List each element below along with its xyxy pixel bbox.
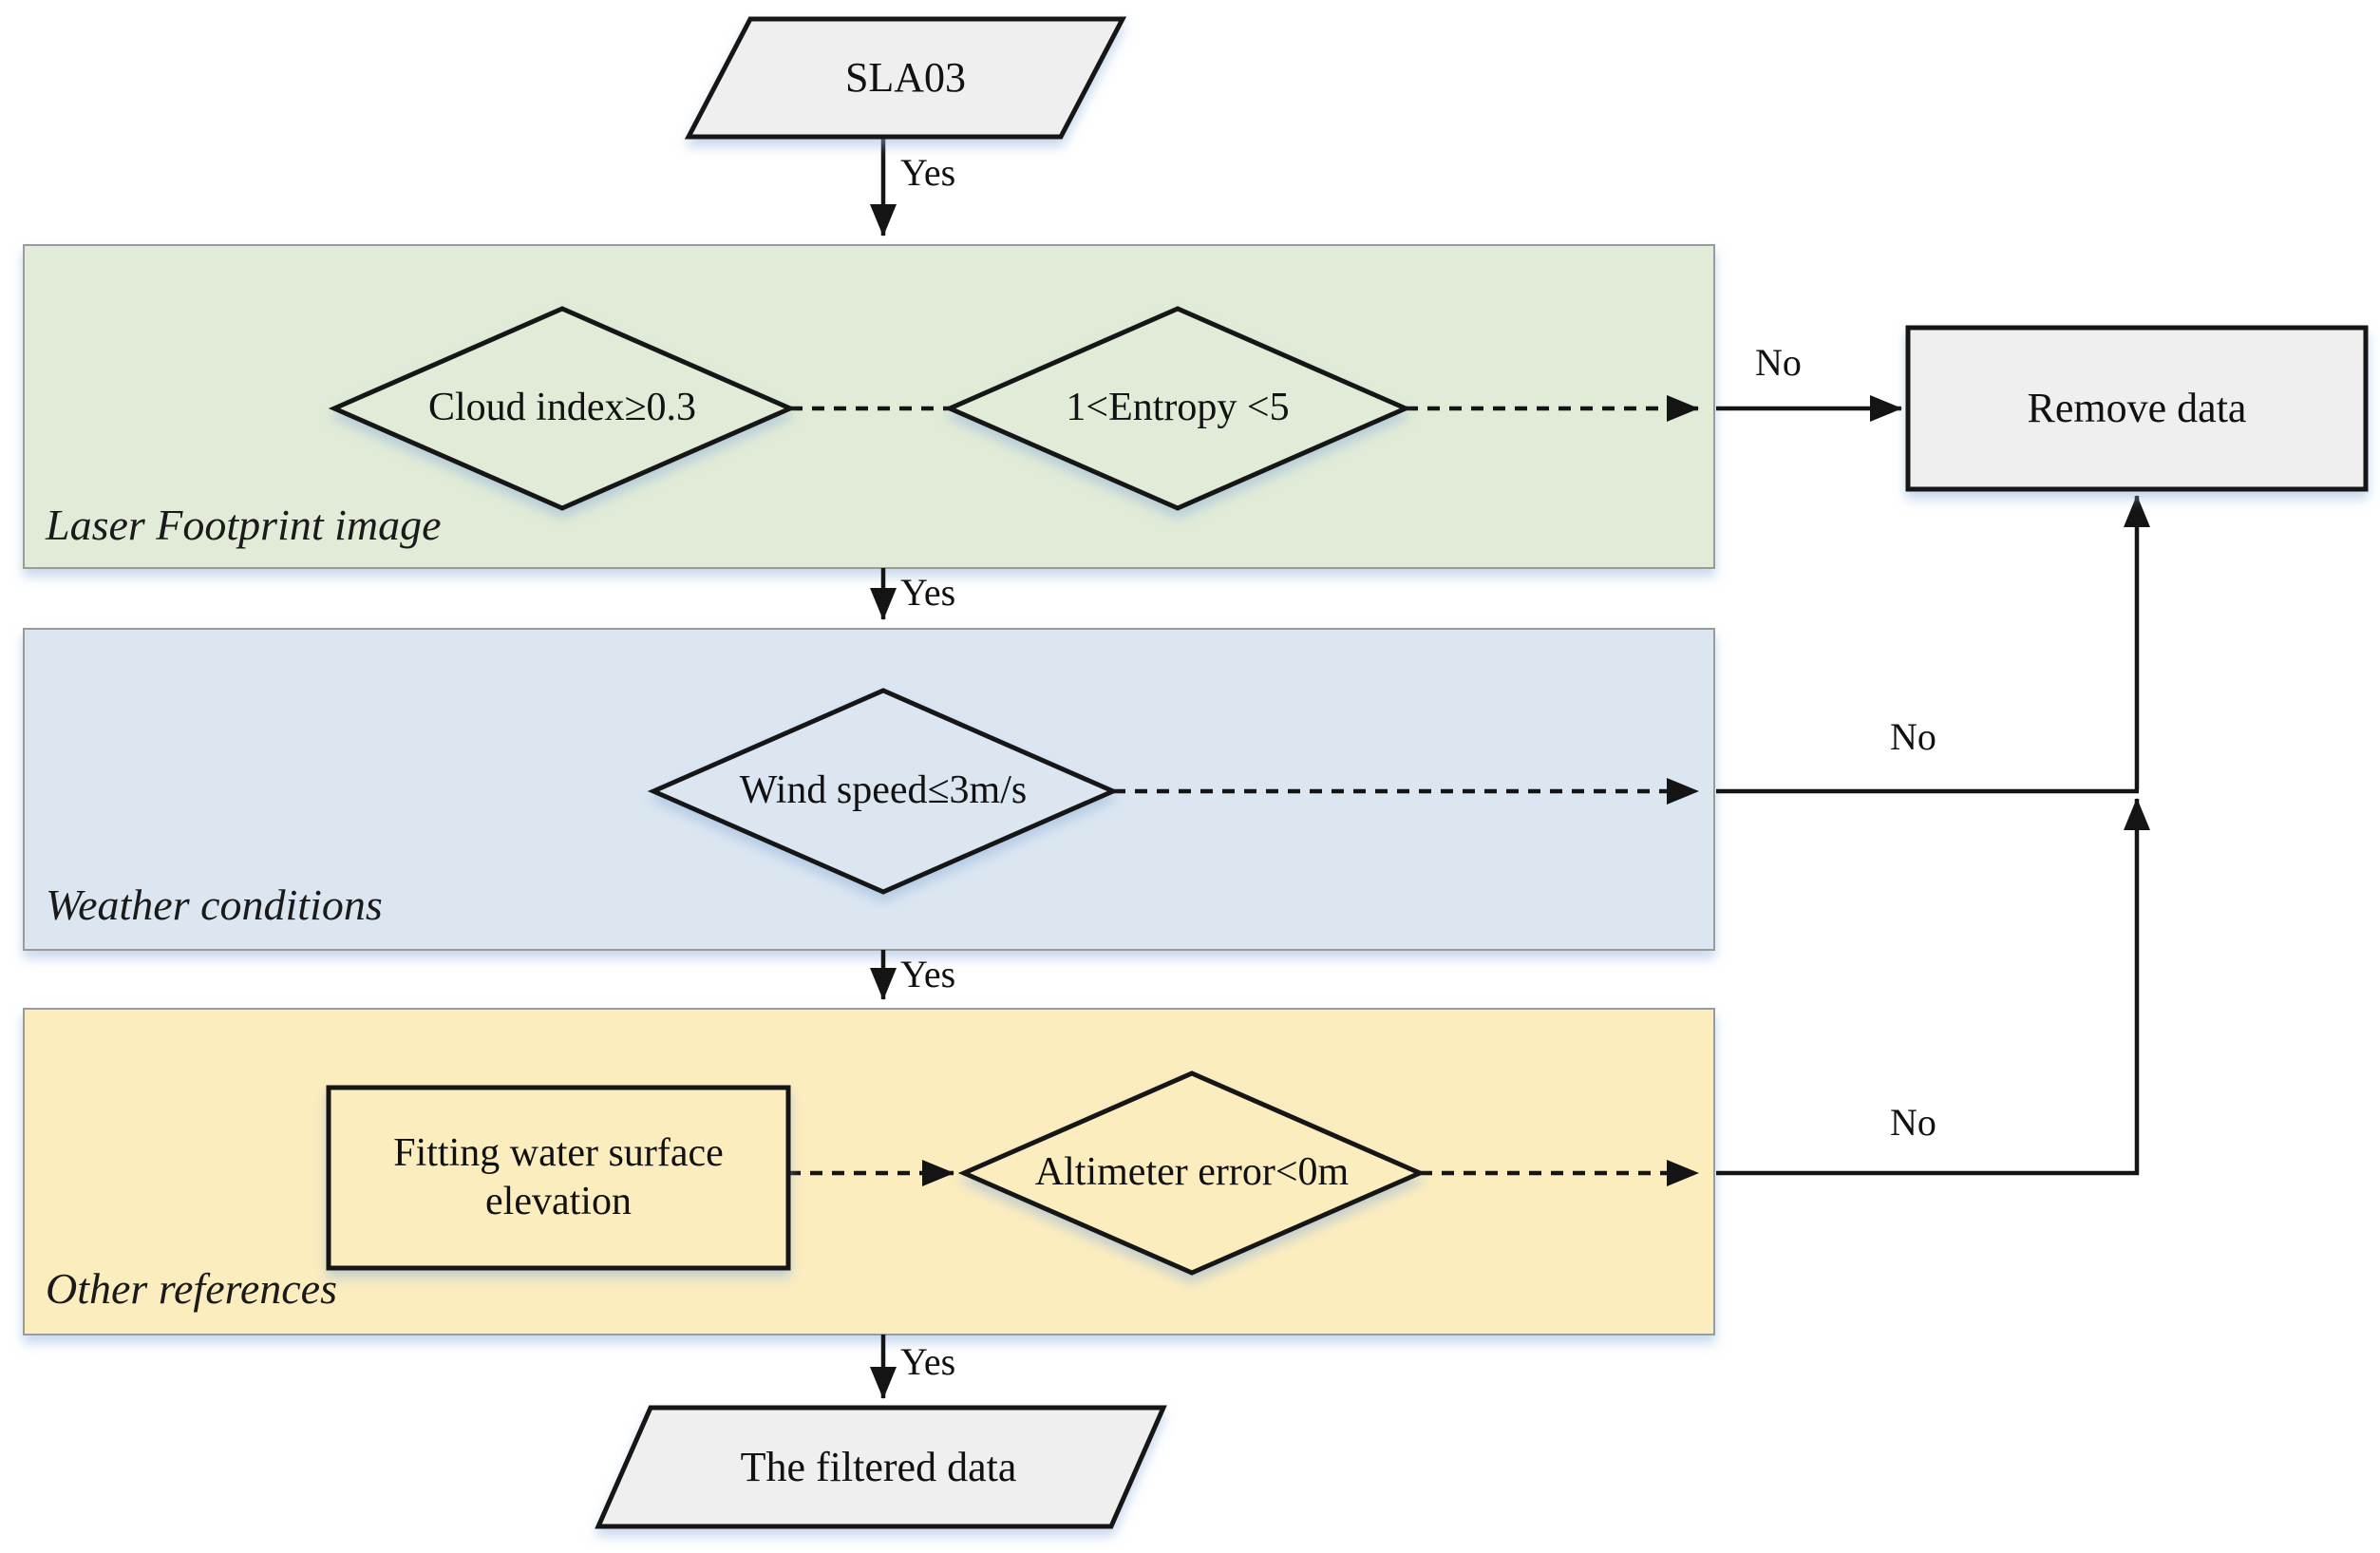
fitting-rect-shape	[326, 1085, 791, 1271]
remove-data-rect-shape	[1905, 325, 2369, 492]
filtered-parallelogram-shape	[595, 1405, 1167, 1529]
start-parallelogram-shape	[684, 16, 1127, 140]
entropy-diamond-shape	[943, 306, 1412, 511]
cloud-index-diamond-shape	[328, 306, 797, 511]
wind-speed-diamond-shape	[647, 688, 1120, 895]
altimeter-diamond-shape	[957, 1070, 1426, 1276]
band-other-references	[23, 1008, 1715, 1335]
edge-altimeter-no-collector	[1716, 798, 2150, 1176]
